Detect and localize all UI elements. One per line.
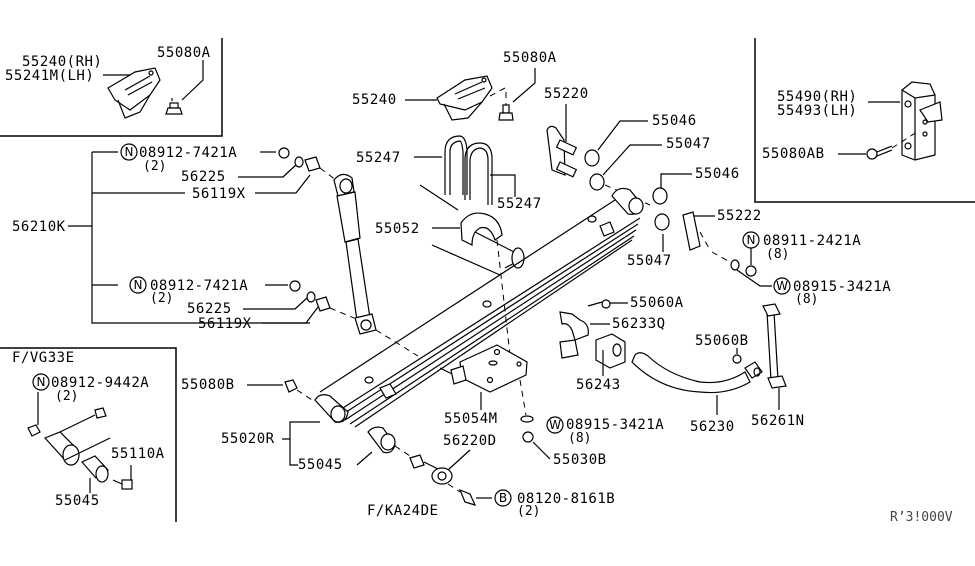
qty-08915-3421a-lower: (8) bbox=[568, 431, 591, 446]
shock-absorber-icon bbox=[319, 167, 419, 357]
label-55493-lh[interactable]: 55493(LH) bbox=[777, 103, 857, 119]
label-55247-lower[interactable]: 55247 bbox=[497, 196, 542, 212]
label-56119x-lower[interactable]: 56119X bbox=[198, 316, 252, 332]
qty-08912-9442a: (2) bbox=[55, 389, 78, 404]
symbol-w-lower: W bbox=[549, 418, 561, 432]
shackle-plate-icon: 55222 N 08911-2421A (8) W 08915-3421A (8… bbox=[682, 208, 891, 307]
label-55080b[interactable]: 55080B bbox=[181, 377, 235, 393]
shock-hardware-icon bbox=[278, 147, 331, 312]
label-55060a[interactable]: 55060A bbox=[630, 295, 684, 311]
label-55080a[interactable]: 55080A bbox=[503, 50, 557, 66]
spring-plate-icon: 55054M W 08915-3421A (8) 55030B bbox=[439, 344, 664, 468]
inset-top-left: 55240(RH) 55241M(LH) 55080A bbox=[0, 38, 223, 137]
label-55047-upper[interactable]: 55047 bbox=[666, 136, 711, 152]
symbol-n-vg33e: N bbox=[37, 375, 46, 389]
label-variant-vg33e: F/VG33E bbox=[12, 350, 75, 366]
screw-55080ab-icon bbox=[866, 129, 921, 160]
label-55046-upper[interactable]: 55046 bbox=[652, 113, 697, 129]
label-08912-9442a[interactable]: 08912-9442A bbox=[51, 375, 149, 391]
label-55490-rh[interactable]: 55490(RH) bbox=[777, 89, 857, 105]
shock-callouts: 56210K N 08912-7421A (2) 56225 56119X N … bbox=[12, 143, 319, 332]
qty-08911-2421a: (8) bbox=[766, 247, 789, 262]
qty-08912-7421a-lower: (2) bbox=[150, 291, 173, 306]
label-55060b[interactable]: 55060B bbox=[695, 333, 749, 349]
symbol-n-lower: N bbox=[134, 278, 143, 292]
label-56261n[interactable]: 56261N bbox=[751, 413, 805, 429]
label-55045-inset[interactable]: 55045 bbox=[55, 493, 100, 509]
front-hanger-icon: 55220 55046 55047 55046 55047 bbox=[544, 86, 740, 269]
label-08912-7421a-lower[interactable]: 08912-7421A bbox=[150, 278, 248, 294]
label-08911-2421a[interactable]: 08911-2421A bbox=[763, 233, 861, 249]
label-08915-3421a-upper[interactable]: 08915-3421A bbox=[793, 279, 891, 295]
label-56119x-upper[interactable]: 56119X bbox=[192, 186, 246, 202]
label-08912-7421a-upper[interactable]: 08912-7421A bbox=[139, 145, 237, 161]
label-55020r[interactable]: 55020R bbox=[221, 431, 275, 447]
label-55110a[interactable]: 55110A bbox=[111, 446, 165, 462]
label-55247-upper[interactable]: 55247 bbox=[356, 150, 401, 166]
label-55046-right[interactable]: 55046 bbox=[695, 166, 740, 182]
label-55054m[interactable]: 55054M bbox=[444, 411, 498, 427]
symbol-w-upper: W bbox=[776, 279, 788, 293]
symbol-n-08911: N bbox=[747, 233, 756, 247]
symbol-n-upper: N bbox=[125, 145, 134, 159]
qty-08912-7421a-upper: (2) bbox=[143, 159, 166, 174]
label-55080a-inset[interactable]: 55080A bbox=[157, 45, 211, 61]
label-55222[interactable]: 55222 bbox=[717, 208, 762, 224]
symbol-b: B bbox=[499, 491, 507, 505]
label-55080ab[interactable]: 55080AB bbox=[762, 146, 825, 162]
label-56233q[interactable]: 56233Q bbox=[612, 316, 666, 332]
label-56230[interactable]: 56230 bbox=[690, 419, 735, 435]
label-55045[interactable]: 55045 bbox=[298, 457, 343, 473]
stabilizer-icon: 55060A 56233Q 56243 55060B 56230 56261N bbox=[559, 295, 805, 435]
u-bolts-icon: 55247 55247 55052 bbox=[356, 135, 542, 356]
qty-08120-8161b: (2) bbox=[517, 504, 540, 519]
inset-bottom-left: F/VG33E N 08912-9442A (2) 55110A 55045 bbox=[0, 347, 177, 522]
label-08915-3421a-lower[interactable]: 08915-3421A bbox=[566, 417, 664, 433]
label-55220[interactable]: 55220 bbox=[544, 86, 589, 102]
label-08120-8161b[interactable]: 08120-8161B bbox=[517, 491, 615, 507]
label-55240-rh[interactable]: 55240(RH) bbox=[22, 54, 102, 70]
label-56243[interactable]: 56243 bbox=[576, 377, 621, 393]
label-56225-upper[interactable]: 56225 bbox=[181, 169, 226, 185]
label-55030b[interactable]: 55030B bbox=[553, 452, 607, 468]
qty-08915-3421a-upper: (8) bbox=[795, 292, 818, 307]
label-56210k[interactable]: 56210K bbox=[12, 219, 66, 235]
block-55490-icon bbox=[901, 81, 943, 161]
label-55052[interactable]: 55052 bbox=[375, 221, 420, 237]
bushing-vg33e-icon bbox=[27, 407, 133, 490]
label-56220d[interactable]: 56220D bbox=[443, 433, 497, 449]
bolt-55080a-inset-icon bbox=[165, 98, 183, 115]
diagram-code: R’3!000V bbox=[890, 510, 953, 525]
label-variant-ka24de: F/KA24DE bbox=[367, 503, 438, 519]
label-55047-lower[interactable]: 55047 bbox=[627, 253, 672, 269]
bracket-55240-main: 55240 55080A bbox=[352, 50, 557, 121]
inset-top-right: 55490(RH) 55493(LH) 55080AB bbox=[754, 38, 975, 203]
label-56225-lower[interactable]: 56225 bbox=[187, 301, 232, 317]
front-bushing-hardware: 55080B 55020R 55045 56220D B 08120-8161B… bbox=[181, 377, 615, 519]
label-55241m-lh[interactable]: 55241M(LH) bbox=[5, 68, 94, 84]
leaf-spring-icon bbox=[314, 187, 644, 428]
label-55240[interactable]: 55240 bbox=[352, 92, 397, 108]
bracket-55240-icon bbox=[107, 67, 161, 119]
